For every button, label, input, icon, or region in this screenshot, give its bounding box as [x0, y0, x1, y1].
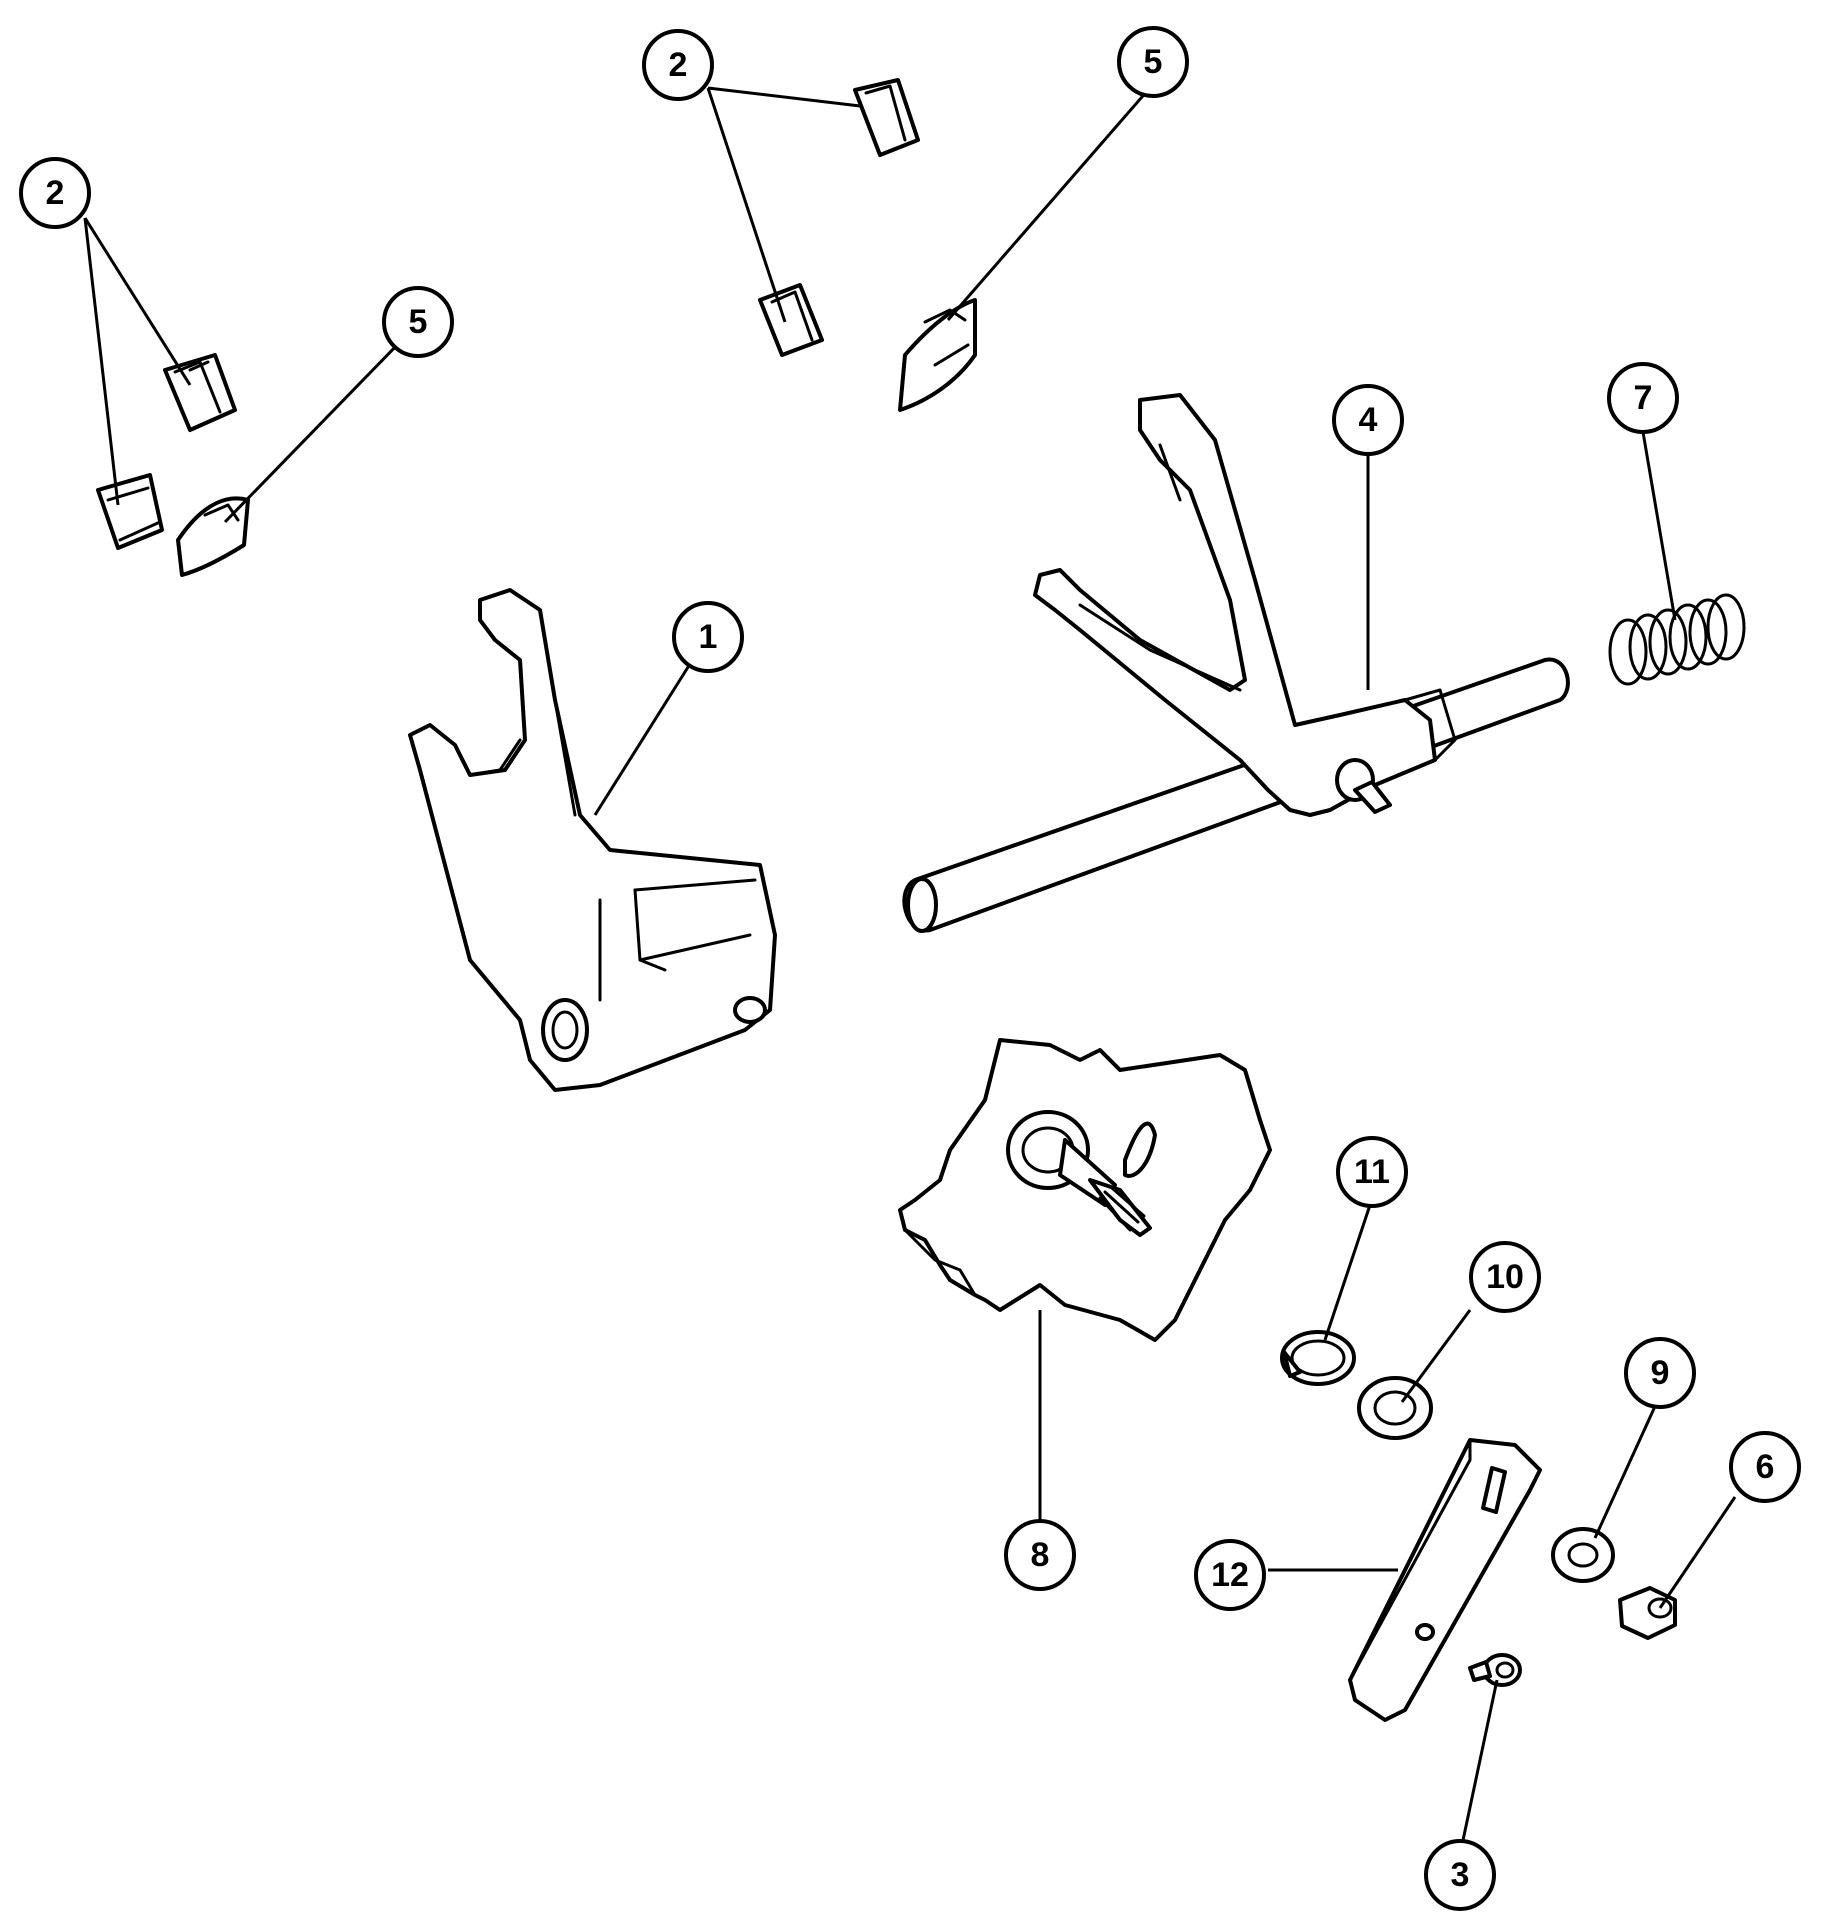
pad-left-lower	[96, 473, 164, 550]
callout-label: 12	[1211, 1556, 1249, 1594]
selector-plate-8	[898, 1038, 1272, 1342]
callout-label: 11	[1354, 1153, 1390, 1191]
shoe-top	[898, 298, 977, 412]
callout-7: 7	[1607, 362, 1679, 434]
shift-fork-1	[408, 588, 777, 1092]
callout-10: 10	[1469, 1241, 1541, 1313]
callout-label: 1	[699, 618, 718, 656]
callout-label: 8	[1031, 1536, 1050, 1574]
callout-label: 9	[1651, 1354, 1670, 1392]
callout-2-top: 2	[642, 29, 714, 101]
pad-top-left	[758, 283, 824, 357]
pad-top-right	[853, 78, 920, 157]
callout-label: 2	[46, 174, 65, 212]
nut-6	[1618, 1586, 1677, 1640]
callout-label: 5	[409, 303, 428, 341]
callout-label: 3	[1451, 1856, 1470, 1894]
callout-3: 3	[1424, 1839, 1496, 1911]
callout-5-left: 5	[382, 286, 454, 358]
callout-4: 4	[1332, 384, 1404, 456]
snap-ring-11	[1280, 1330, 1356, 1386]
callout-1: 1	[672, 601, 744, 673]
callout-label: 7	[1634, 379, 1653, 417]
bolt-3	[1468, 1653, 1522, 1687]
callout-label: 4	[1359, 401, 1378, 439]
callout-12: 12	[1194, 1539, 1266, 1611]
leader-lines	[83, 86, 1737, 1846]
callout-label: 5	[1144, 43, 1163, 81]
spring-7	[1608, 593, 1746, 686]
pad-left-upper	[163, 353, 237, 432]
callout-9: 9	[1624, 1337, 1696, 1409]
lever-12	[1348, 1438, 1542, 1722]
washer-10	[1357, 1376, 1433, 1440]
callout-2-left: 2	[19, 157, 91, 229]
callout-label: 6	[1756, 1448, 1775, 1486]
callout-6: 6	[1729, 1431, 1801, 1503]
shift-fork-4	[1033, 393, 1457, 817]
washer-9	[1551, 1527, 1615, 1583]
callout-label: 10	[1486, 1258, 1524, 1296]
callout-5-top: 5	[1117, 26, 1189, 98]
callout-11: 11	[1336, 1136, 1408, 1208]
callout-8: 8	[1004, 1519, 1076, 1591]
callout-label: 2	[669, 46, 688, 84]
